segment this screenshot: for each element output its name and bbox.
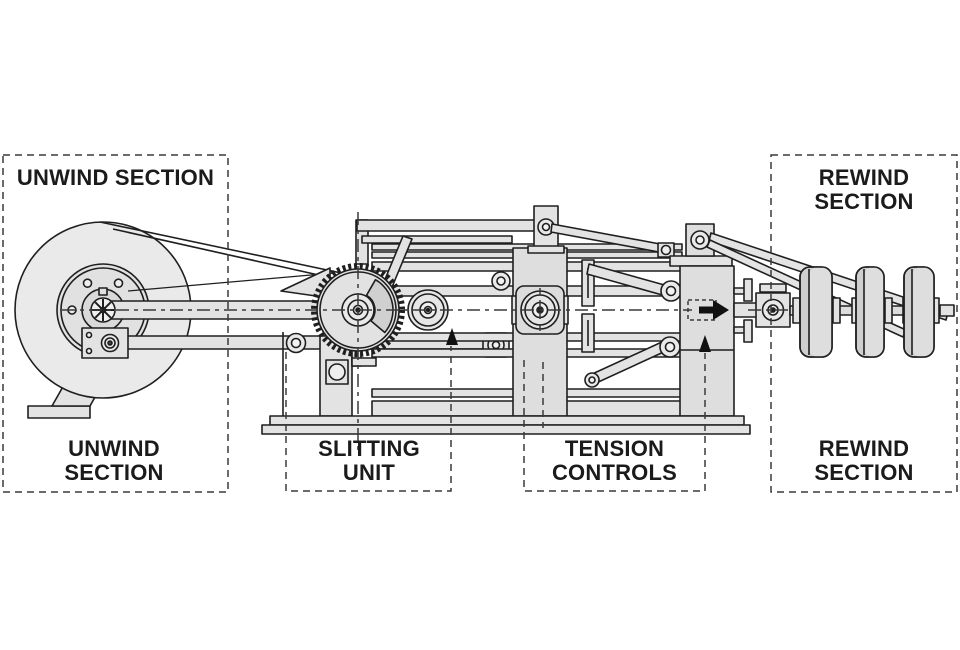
tension-controls-box bbox=[523, 353, 706, 492]
rewind-roll-2 bbox=[855, 266, 885, 358]
flow-arrow-up-tension bbox=[699, 335, 711, 352]
unwind-section-box bbox=[2, 154, 229, 493]
flow-arrow-up-slitting bbox=[446, 328, 458, 345]
rewind-section-box bbox=[770, 154, 958, 493]
machine-base bbox=[261, 415, 751, 435]
guide-pulley bbox=[407, 289, 449, 331]
dancer-linkage bbox=[581, 259, 682, 388]
web-path-lines bbox=[99, 221, 351, 292]
rewind-roll-1 bbox=[799, 266, 833, 358]
rewind-section-top-label: REWIND SECTION bbox=[814, 165, 914, 214]
tension-unit bbox=[491, 205, 682, 417]
flow-arrow-right bbox=[699, 300, 729, 320]
unwind-section-top-label: UNWIND SECTION bbox=[16, 165, 215, 190]
unwind-shaft-arm bbox=[81, 297, 510, 359]
slitting-unit-box bbox=[285, 346, 452, 492]
rewind-roll-3 bbox=[903, 266, 935, 358]
rewind-section-bottom-label: REWIND SECTION bbox=[814, 436, 914, 485]
unwind-section-bottom-label: UNWIND SECTION bbox=[64, 436, 164, 485]
slitting-unit-label: SLITTING UNIT bbox=[318, 436, 420, 485]
tension-controls-label: TENSION CONTROLS bbox=[551, 436, 678, 485]
